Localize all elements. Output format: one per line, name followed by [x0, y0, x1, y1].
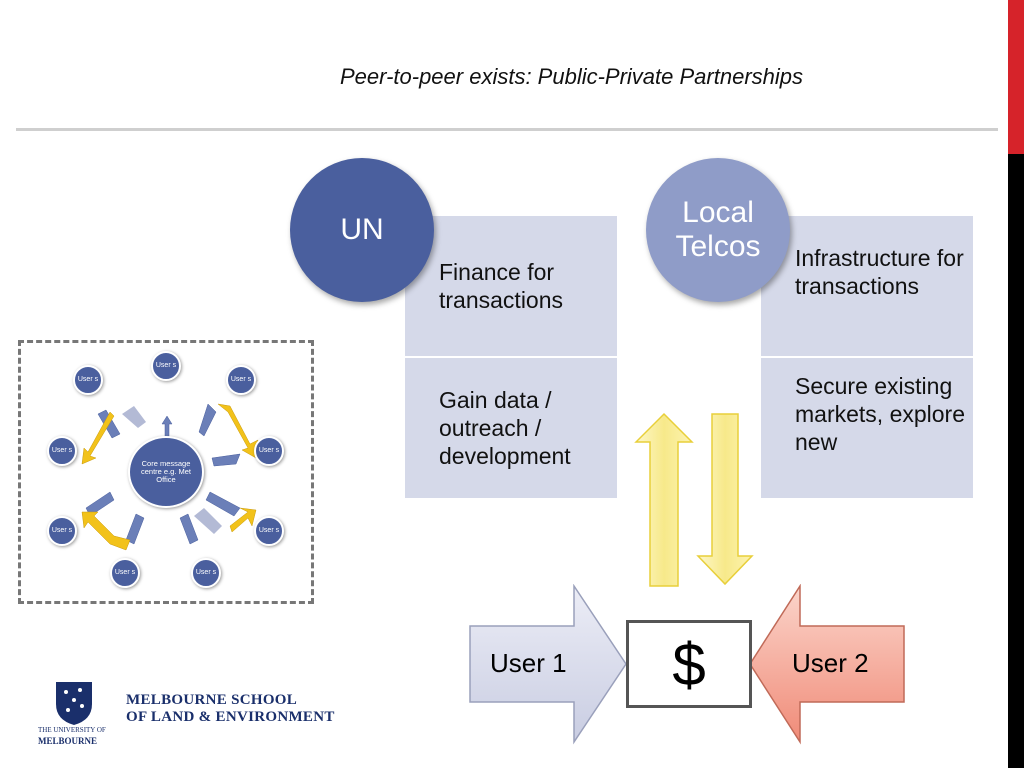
- university-crest-icon: [56, 682, 92, 725]
- un-benefit-finance-text: Finance for transactions: [439, 259, 564, 313]
- telco-benefit-markets: Secure existing markets, explore new: [761, 358, 973, 498]
- vertical-arrows: [634, 412, 754, 587]
- user1-arrow: [469, 584, 627, 745]
- down-arrow: [696, 413, 754, 586]
- accent-bar-black: [1008, 154, 1024, 768]
- user1-label: User 1: [490, 648, 567, 678]
- network-core-node: Core message centre e.g. Met Office: [128, 436, 204, 508]
- network-user-node: User s: [254, 516, 284, 546]
- network-user-node: User s: [47, 516, 77, 546]
- crest-caption-top: THE UNIVERSITY OF: [38, 726, 106, 734]
- network-user-node: User s: [73, 365, 103, 395]
- network-diagram: [18, 340, 314, 604]
- un-benefit-data: Gain data / outreach / development: [405, 358, 617, 498]
- network-user-node: User s: [226, 365, 256, 395]
- telco-benefit-infrastructure-text: Infrastructure for transactions: [795, 245, 964, 299]
- user2-arrow: [749, 584, 905, 745]
- un-benefit-data-text: Gain data / outreach / development: [439, 387, 571, 469]
- user2-label: User 2: [792, 648, 869, 678]
- dollar-box: $: [626, 620, 752, 708]
- accent-bar-red: [1008, 0, 1024, 154]
- un-circle: UN: [290, 158, 434, 302]
- crest-caption-bottom: MELBOURNE: [38, 736, 98, 746]
- un-circle-label: UN: [340, 213, 384, 246]
- network-user-node: User s: [151, 351, 181, 381]
- un-benefit-finance: Finance for transactions: [405, 216, 617, 358]
- dollar-sign: $: [672, 630, 706, 698]
- network-user-node: User s: [47, 436, 77, 466]
- up-arrow: [634, 412, 694, 587]
- telcos-circle-label: Local Telcos: [675, 196, 761, 263]
- telco-benefit-infrastructure: Infrastructure for transactions: [761, 216, 973, 358]
- school-name-line2: OF LAND & ENVIRONMENT: [126, 709, 335, 725]
- telco-benefit-markets-text: Secure existing markets, explore new: [795, 373, 966, 455]
- telcos-circle: Local Telcos: [646, 158, 790, 302]
- network-user-node: User s: [110, 558, 140, 588]
- network-user-node: User s: [191, 558, 221, 588]
- title-divider: [16, 128, 998, 131]
- slide-title: Peer-to-peer exists: Public-Private Part…: [340, 64, 804, 89]
- network-user-node: User s: [254, 436, 284, 466]
- school-name-line1: MELBOURNE SCHOOL: [126, 692, 298, 708]
